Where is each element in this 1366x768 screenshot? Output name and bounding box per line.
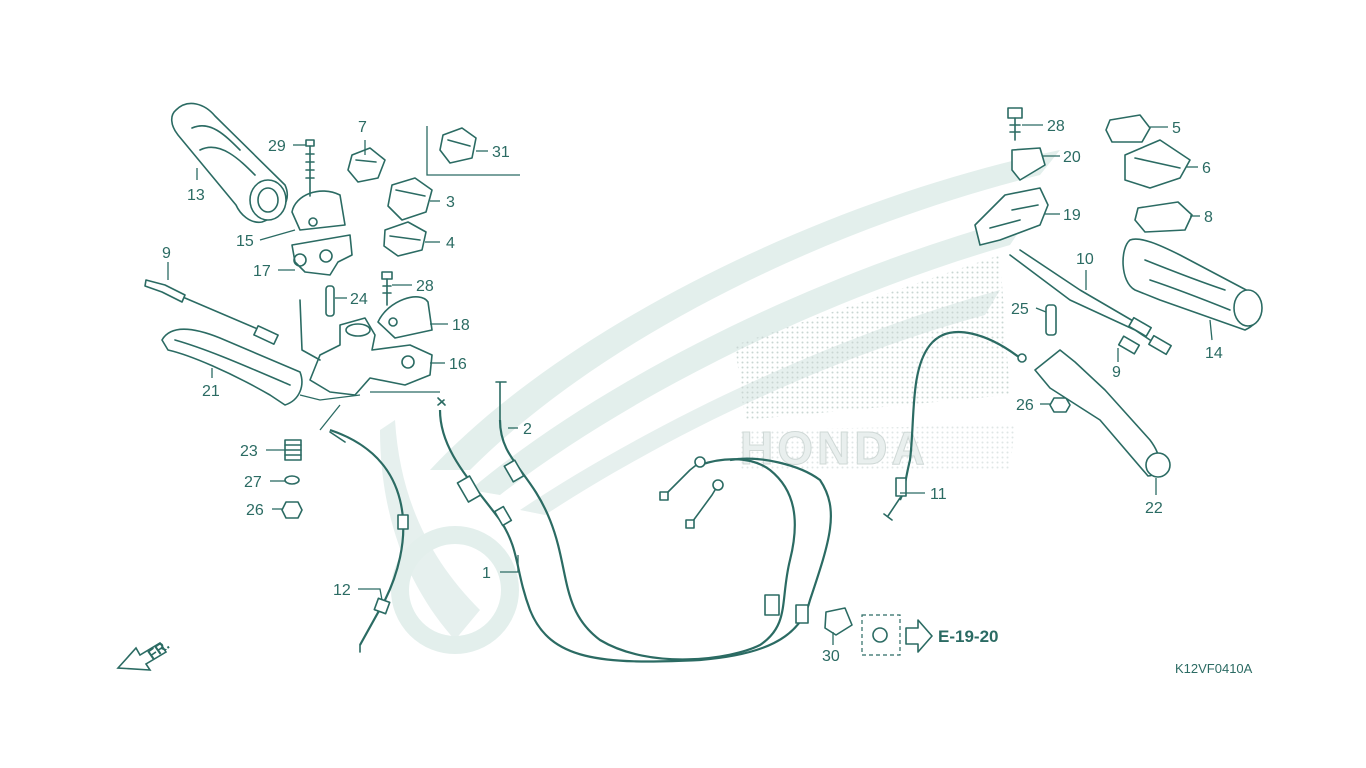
callout-29: 29 bbox=[268, 138, 286, 155]
clamp-lower-17[interactable] bbox=[291, 234, 353, 276]
bolt-reference-box bbox=[861, 614, 901, 656]
callout-19: 19 bbox=[1063, 207, 1081, 224]
cable-switch-9-right[interactable] bbox=[1117, 335, 1141, 355]
callout-12: 12 bbox=[333, 582, 351, 599]
callout-22: 22 bbox=[1145, 500, 1163, 517]
callout-15: 15 bbox=[236, 233, 254, 250]
bolt-28-right[interactable] bbox=[1007, 107, 1023, 141]
switch-part-31[interactable] bbox=[426, 126, 520, 176]
reference-arrow[interactable]: E-19-20 bbox=[905, 619, 998, 653]
callout-25: 25 bbox=[1011, 301, 1029, 318]
screw-29[interactable] bbox=[305, 139, 315, 197]
callout-23: 23 bbox=[240, 443, 258, 460]
spring-23[interactable] bbox=[284, 439, 302, 461]
callout-10: 10 bbox=[1076, 251, 1094, 268]
bracket-18[interactable] bbox=[377, 296, 433, 339]
callout-2: 2 bbox=[523, 421, 532, 438]
left-grip-13[interactable] bbox=[170, 102, 288, 224]
switch-part-7[interactable] bbox=[347, 147, 386, 183]
switch-housing-4[interactable] bbox=[383, 221, 427, 257]
lever-holder-16[interactable] bbox=[299, 299, 433, 396]
callout-1: 1 bbox=[482, 565, 491, 582]
diagram-reference-code: K12VF0410A bbox=[1175, 661, 1253, 676]
callout-11: 11 bbox=[930, 486, 947, 503]
watermark-wing-logo: HONDA bbox=[380, 150, 1060, 654]
callout-30: 30 bbox=[822, 648, 840, 665]
clip-30[interactable] bbox=[824, 607, 853, 636]
pin-24[interactable] bbox=[325, 285, 335, 317]
callout-17: 17 bbox=[253, 263, 271, 280]
callout-7: 7 bbox=[358, 119, 367, 136]
front-direction-indicator: FR. bbox=[116, 636, 172, 671]
nut-26-right[interactable] bbox=[1049, 397, 1071, 413]
switch-housing-8[interactable] bbox=[1134, 201, 1193, 233]
right-grip-14[interactable] bbox=[1122, 238, 1263, 331]
callout-24: 24 bbox=[350, 291, 368, 308]
callout-26-right: 26 bbox=[1016, 397, 1034, 414]
clamp-upper-15[interactable] bbox=[291, 190, 346, 231]
callout-9-right: 9 bbox=[1112, 364, 1121, 381]
watermark-logo-text: HONDA bbox=[740, 422, 929, 474]
callout-5: 5 bbox=[1172, 120, 1181, 137]
cable-10[interactable] bbox=[1009, 249, 1172, 356]
callout-31: 31 bbox=[492, 144, 510, 161]
washer-27[interactable] bbox=[284, 475, 300, 485]
pin-25[interactable] bbox=[1045, 304, 1057, 336]
bolt-28-left[interactable] bbox=[381, 271, 393, 306]
callout-26-left: 26 bbox=[246, 502, 264, 519]
callout-18: 18 bbox=[452, 317, 470, 334]
callout-27: 27 bbox=[244, 474, 262, 491]
callout-16: 16 bbox=[449, 356, 467, 373]
callout-14: 14 bbox=[1205, 345, 1223, 362]
switch-assembly-19[interactable] bbox=[974, 187, 1049, 246]
callout-4: 4 bbox=[446, 235, 455, 252]
leader-lines bbox=[167, 124, 1213, 645]
callout-8: 8 bbox=[1204, 209, 1213, 226]
callout-6: 6 bbox=[1202, 160, 1211, 177]
reference-link-e-19-20[interactable]: E-19-20 bbox=[938, 627, 998, 646]
lever-21[interactable] bbox=[161, 328, 303, 406]
nut-26-left[interactable] bbox=[281, 501, 303, 519]
clamp-20[interactable] bbox=[1011, 147, 1046, 181]
switch-housing-5[interactable] bbox=[1105, 114, 1151, 143]
callout-13: 13 bbox=[187, 187, 205, 204]
lever-22[interactable] bbox=[1034, 349, 1171, 478]
callout-9-left: 9 bbox=[162, 245, 171, 262]
cable-assemblies bbox=[329, 330, 1027, 663]
switch-housing-3[interactable] bbox=[387, 177, 433, 221]
cable-switch-9-left[interactable] bbox=[144, 279, 279, 345]
switch-housing-6[interactable] bbox=[1124, 139, 1191, 189]
callout-3: 3 bbox=[446, 194, 455, 211]
callout-labels: 1 2 3 4 5 6 7 8 9 9 10 11 12 13 14 15 16… bbox=[162, 118, 1223, 665]
callout-20: 20 bbox=[1063, 149, 1081, 166]
callout-21: 21 bbox=[202, 383, 220, 400]
callout-28-right: 28 bbox=[1047, 118, 1065, 135]
callout-28-left: 28 bbox=[416, 278, 434, 295]
